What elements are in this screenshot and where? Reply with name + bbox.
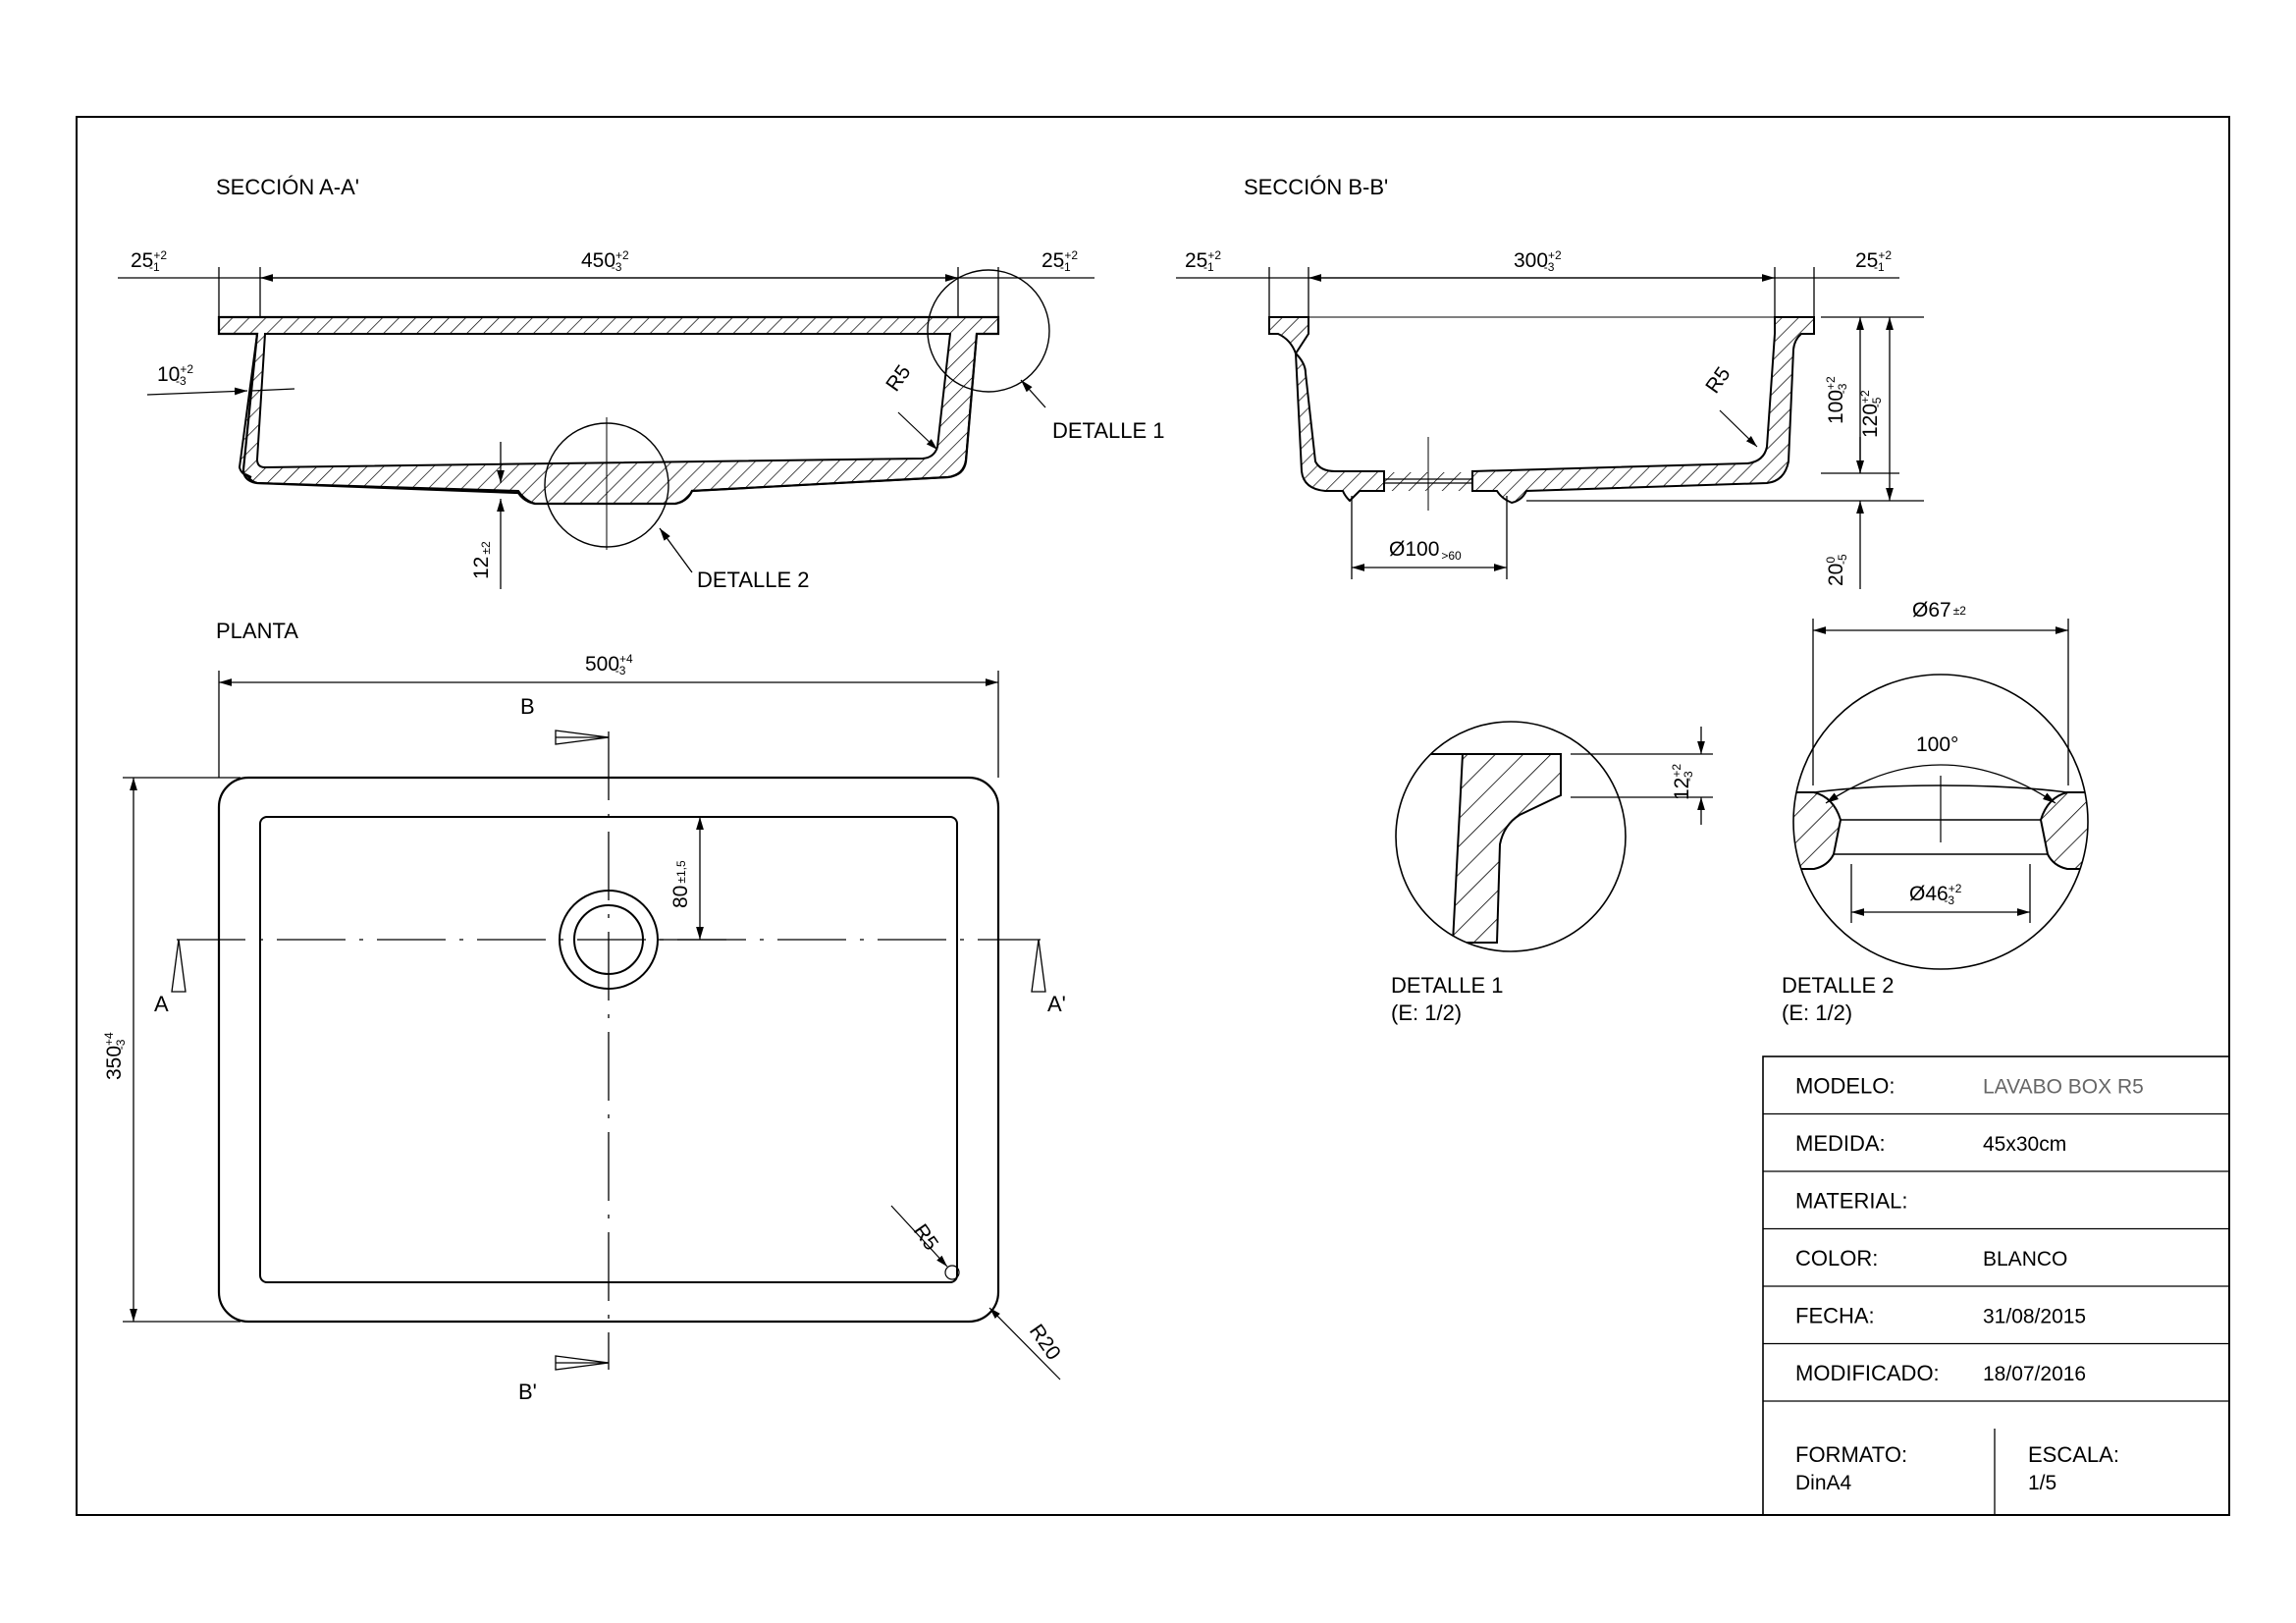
- title-block-label: MATERIAL:: [1795, 1188, 1908, 1213]
- bb-dim-drain: Ø100>60: [1389, 538, 1462, 563]
- detail2-scale: (E: 1/2): [1782, 1001, 1852, 1025]
- detail-2: Ø67±2 100° Ø46+2-3 DETALLE 2 (E: 1/2): [1782, 599, 2089, 1025]
- bb-section-left: [1268, 316, 1385, 503]
- bb-dim-left: 25+2-1: [1185, 248, 1221, 274]
- detail-1: 12+2-3 DETALLE 1 (E: 1/2): [1391, 721, 1713, 1025]
- plan-dim-width: 500+4-3: [585, 652, 633, 677]
- section-marker-a-left: A: [154, 939, 187, 1016]
- plan-dim-height: 350+4-3: [102, 1032, 128, 1080]
- bb-drain-dimension: [1351, 496, 1508, 579]
- detail1-scale: (E: 1/2): [1391, 1001, 1462, 1025]
- plan-offset-dimension: [658, 816, 726, 941]
- detail2-outer-dimension: [1812, 619, 2069, 785]
- section-marker-b-top: B: [520, 694, 610, 745]
- bb-dim-h20: 200-5: [1824, 554, 1849, 586]
- detail2-inner-dimension: [1850, 864, 2031, 923]
- aa-wall-dimension: [146, 387, 295, 396]
- plan-r5-leader: [890, 1205, 948, 1268]
- aa-radius-leader: [897, 411, 938, 451]
- svg-text:A': A': [1047, 992, 1066, 1016]
- escala-value: 1/5: [2028, 1472, 2056, 1494]
- aa-detail1-circle: [927, 269, 1050, 393]
- detail1-circle: [1395, 721, 1627, 952]
- title-block-label: MEDIDA:: [1795, 1131, 1886, 1156]
- svg-text:B': B': [518, 1380, 537, 1404]
- aa-detail2-callout: DETALLE 2: [697, 568, 810, 592]
- plan-r20-leader: [988, 1307, 1061, 1380]
- detail2-angle: 100°: [1916, 733, 1958, 756]
- detail2-title: DETALLE 2: [1782, 973, 1895, 998]
- title-block-value: 18/07/2016: [1983, 1363, 2086, 1385]
- aa-dim-bottom: 12±2: [470, 541, 493, 579]
- plan-view: PLANTA 500+4-3 350+4-3 80±1,5: [102, 619, 1066, 1404]
- sheet-border: [76, 116, 2230, 1516]
- bb-vertical-dimensions: [1526, 316, 1924, 589]
- formato-value: DinA4: [1795, 1472, 1852, 1494]
- svg-text:B: B: [520, 694, 535, 719]
- aa-detail2-leader: [659, 527, 693, 573]
- aa-radius: R5: [881, 361, 915, 396]
- detail1-dim-height: 12+2-3: [1670, 764, 1695, 800]
- aa-dim-left: 25+2-1: [131, 248, 167, 274]
- bb-dim-right: 25+2-1: [1855, 248, 1892, 274]
- detail2-angle-arc: [1825, 764, 2056, 804]
- title-block-value: 45x30cm: [1983, 1133, 2066, 1156]
- plan-r20: R20: [1025, 1321, 1065, 1365]
- bb-section-right: [1471, 316, 1815, 505]
- title-block-label: COLOR:: [1795, 1246, 1878, 1271]
- plan-label: PLANTA: [216, 619, 298, 643]
- plan-height-dimension: [123, 777, 240, 1323]
- section-marker-a-right: A': [1031, 939, 1066, 1016]
- detail1-title: DETALLE 1: [1391, 973, 1504, 998]
- title-block-value: LAVABO BOX R5: [1983, 1075, 2144, 1098]
- title-block-label: MODELO:: [1795, 1073, 1895, 1098]
- aa-dim-mid: 450+2-3: [581, 248, 629, 274]
- detail1-height-dimension: [1571, 727, 1713, 825]
- bb-dim-h120: 120+2-5: [1858, 390, 1884, 438]
- detail2-left-lip: [1793, 791, 1842, 870]
- formato-label: FORMATO:: [1795, 1442, 1907, 1467]
- title-block: MODELO: LAVABO BOX R5 MEDIDA: 45x30cmMATERI…: [1762, 1055, 2230, 1516]
- bb-top-dimension: [1176, 267, 1899, 317]
- plan-r5: R5: [909, 1220, 942, 1255]
- title-block-value: BLANCO: [1983, 1248, 2067, 1271]
- section-aa-label: SECCIÓN A-A': [216, 175, 359, 199]
- aa-dim-wall: 10+2-3: [157, 362, 193, 388]
- plan-width-dimension: [218, 671, 999, 778]
- detail2-right-lip: [2039, 791, 2088, 870]
- section-marker-b-bottom: B': [518, 1355, 610, 1404]
- title-block-label: MODIFICADO:: [1795, 1361, 1940, 1385]
- aa-section-body: [218, 316, 999, 505]
- section-bb-label: SECCIÓN B-B': [1244, 175, 1388, 199]
- svg-text:A: A: [154, 992, 169, 1016]
- plan-dim-offset: 80±1,5: [669, 860, 692, 908]
- bb-radius: R5: [1701, 363, 1735, 398]
- section-aa: SECCIÓN A-A' 25+2-1 450+2-3 25+2-1 10+2-…: [118, 175, 1165, 592]
- bb-dim-mid: 300+2-3: [1514, 248, 1562, 274]
- detail2-dim-outer: Ø67±2: [1912, 599, 1966, 622]
- title-block-value: 31/08/2015: [1983, 1305, 2086, 1327]
- section-bb: SECCIÓN B-B' 25+2-1 300+2-3 25+2-1 Ø1: [1176, 175, 1924, 589]
- aa-dim-right: 25+2-1: [1041, 248, 1078, 274]
- plan-r5-circle: [944, 1265, 960, 1280]
- detail2-dim-inner: Ø46+2-3: [1909, 882, 1962, 907]
- title-block-label: FECHA:: [1795, 1303, 1875, 1327]
- bb-radius-leader: [1719, 409, 1758, 448]
- plan-drain-inner: [573, 904, 644, 975]
- aa-detail1-callout: DETALLE 1: [1052, 418, 1165, 443]
- bb-dim-h100: 100+2-3: [1824, 376, 1849, 424]
- detail1-wall: [1451, 753, 1562, 944]
- aa-detail1-leader: [1020, 379, 1046, 408]
- aa-outer-line: [217, 315, 1000, 506]
- aa-top-dimension: [118, 267, 1095, 317]
- escala-label: ESCALA:: [2028, 1442, 2119, 1467]
